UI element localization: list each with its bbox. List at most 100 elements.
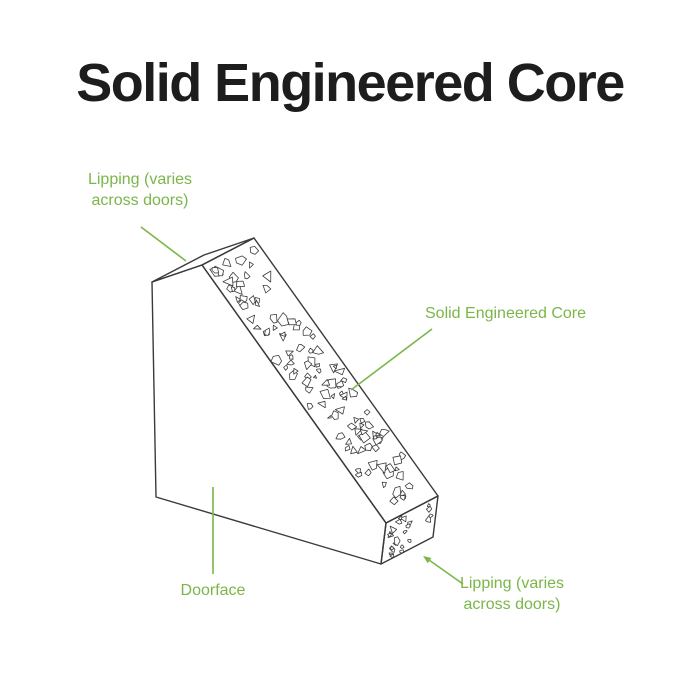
core-chip bbox=[246, 314, 256, 324]
core-chip bbox=[425, 505, 433, 513]
core-chip bbox=[364, 421, 375, 430]
label-core: Solid Engineered Core bbox=[425, 305, 586, 322]
core-chip bbox=[312, 345, 325, 355]
core-chip bbox=[346, 422, 358, 431]
core-chip bbox=[244, 271, 251, 280]
core-chip bbox=[402, 529, 408, 535]
leader-lipping-bottom bbox=[428, 559, 464, 585]
core-chip bbox=[286, 318, 297, 326]
core-cut-face bbox=[202, 238, 438, 523]
core-chip bbox=[381, 481, 387, 489]
core-chip bbox=[327, 415, 332, 419]
core-chip bbox=[387, 532, 392, 538]
core-chip bbox=[248, 261, 254, 269]
core-chip bbox=[230, 286, 236, 293]
core-chip bbox=[385, 463, 396, 474]
core-chip bbox=[376, 462, 387, 474]
core-chip bbox=[235, 296, 241, 303]
core-chip bbox=[269, 313, 278, 324]
label-lipping-top: Lipping (varies across doors) bbox=[87, 171, 193, 209]
core-chip bbox=[303, 360, 313, 371]
core-chip bbox=[373, 435, 378, 440]
core-chip bbox=[335, 432, 346, 440]
core-chip bbox=[286, 359, 295, 366]
core-chip bbox=[319, 388, 331, 400]
core-chip bbox=[211, 266, 220, 274]
core-chip bbox=[395, 471, 404, 481]
core-chip bbox=[296, 344, 306, 353]
core-chip bbox=[348, 387, 359, 398]
core-chip bbox=[270, 354, 283, 366]
top-lipping-face bbox=[152, 238, 254, 282]
core-chip bbox=[321, 378, 331, 386]
core-chip bbox=[399, 494, 406, 501]
core-chip bbox=[293, 367, 299, 375]
core-chip bbox=[393, 536, 401, 547]
core-chip bbox=[326, 378, 337, 389]
core-chip bbox=[340, 377, 348, 384]
core-chip bbox=[239, 301, 249, 311]
core-chip bbox=[309, 333, 316, 340]
core-chip bbox=[249, 245, 260, 255]
core-chip bbox=[222, 276, 234, 287]
core-chip bbox=[248, 295, 256, 306]
core-chip bbox=[262, 270, 272, 283]
edge-chip-texture bbox=[387, 503, 434, 559]
core-chip bbox=[392, 485, 402, 499]
core-chip bbox=[331, 410, 339, 420]
core-chip bbox=[253, 324, 262, 330]
core-chip bbox=[389, 525, 398, 534]
core-chip bbox=[371, 444, 380, 453]
core-chip bbox=[315, 368, 322, 374]
core-chip bbox=[367, 459, 378, 471]
core-chip bbox=[404, 482, 414, 490]
core-chip bbox=[359, 429, 369, 436]
core-chip bbox=[235, 255, 247, 266]
core-chip bbox=[375, 431, 381, 437]
core-chip bbox=[392, 455, 403, 466]
page-title: Solid Engineered Core bbox=[76, 53, 625, 113]
core-chip bbox=[272, 324, 278, 331]
leader-arrowhead-icon bbox=[423, 556, 432, 564]
core-chip bbox=[359, 417, 366, 424]
core-chip bbox=[399, 515, 407, 523]
core-chip bbox=[350, 445, 358, 455]
core-chip bbox=[285, 350, 294, 357]
core-chip bbox=[262, 284, 272, 294]
core-chip bbox=[399, 544, 405, 549]
core-chip bbox=[313, 374, 317, 379]
core-chip bbox=[388, 552, 394, 556]
core-chip bbox=[254, 299, 261, 307]
core-chip bbox=[405, 523, 411, 529]
core-chip bbox=[394, 519, 403, 525]
core-chip bbox=[379, 428, 390, 438]
core-chip bbox=[363, 409, 371, 416]
core-chip bbox=[354, 471, 363, 478]
core-chip bbox=[305, 386, 314, 394]
core-chip bbox=[330, 393, 336, 400]
core-chip bbox=[308, 347, 314, 354]
label-doorface: Doorface bbox=[180, 582, 246, 599]
core-chip bbox=[288, 354, 294, 360]
core-chip-texture bbox=[209, 245, 414, 506]
core-chip bbox=[315, 363, 321, 368]
core-chip bbox=[389, 545, 395, 551]
core-chip bbox=[283, 365, 289, 371]
bottom-right-lipping-outline bbox=[380, 495, 439, 565]
core-chip bbox=[407, 539, 412, 543]
core-chip bbox=[332, 364, 338, 370]
core-chip bbox=[359, 422, 365, 429]
core-chip bbox=[394, 466, 400, 472]
core-chip bbox=[357, 446, 367, 455]
core-chip bbox=[345, 437, 353, 445]
doorface-front-panel bbox=[152, 265, 386, 564]
core-chip bbox=[336, 380, 345, 388]
core-chip bbox=[353, 416, 360, 424]
bottom-right-lipping-face bbox=[381, 496, 438, 564]
core-chip bbox=[344, 444, 351, 452]
core-chip bbox=[279, 331, 286, 337]
core-chip bbox=[428, 513, 434, 519]
core-chip bbox=[354, 468, 361, 474]
